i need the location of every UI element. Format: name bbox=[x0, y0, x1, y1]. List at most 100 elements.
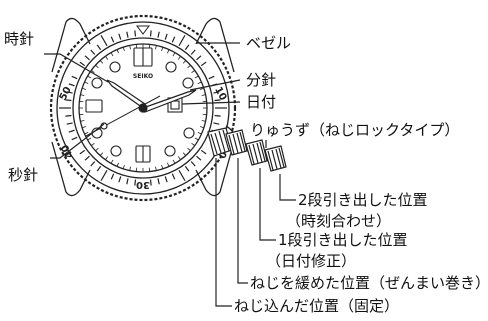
bezel-tick bbox=[65, 114, 72, 117]
hour-marker-4 bbox=[183, 127, 195, 139]
dial-minute-tick bbox=[90, 142, 95, 146]
bezel-tick bbox=[84, 55, 90, 61]
dial-minute-tick bbox=[194, 75, 199, 79]
dial-minute-tick bbox=[182, 152, 187, 156]
hour-marker-7 bbox=[110, 145, 122, 157]
dial-minute-tick bbox=[172, 52, 176, 57]
dial-minute-tick bbox=[161, 164, 164, 169]
bezel-tick bbox=[90, 161, 96, 167]
bezel-tick bbox=[157, 178, 160, 185]
dial-minute-tick bbox=[87, 137, 92, 141]
center-pin bbox=[138, 103, 148, 113]
bezel-tick bbox=[100, 170, 108, 182]
leader-minute-hand bbox=[189, 79, 241, 91]
bezel-tick bbox=[208, 75, 215, 80]
crown-label: りゅうず（ねじロックタイプ） bbox=[250, 121, 460, 139]
bezel-ring bbox=[56, 21, 230, 195]
minute-hand-label: 分針 bbox=[246, 71, 277, 89]
position-2-sublabel: （時刻合わせ） bbox=[286, 212, 392, 230]
dial-minute-tick bbox=[122, 164, 125, 169]
dial-minute-tick bbox=[155, 166, 157, 171]
dial-minute-tick bbox=[105, 156, 109, 161]
bezel-tick bbox=[164, 176, 168, 183]
dial-minute-tick bbox=[129, 45, 131, 50]
crown-position-1 bbox=[245, 139, 268, 166]
bezel-tick bbox=[213, 122, 220, 125]
dial-minute-tick bbox=[110, 52, 114, 57]
bezel-tick bbox=[200, 149, 207, 155]
dial-minute-tick bbox=[80, 94, 85, 96]
screwed-position-label: ねじ込んだ位置（固定） bbox=[234, 297, 400, 315]
hour-hand bbox=[106, 79, 146, 109]
dial-minute-tick bbox=[201, 120, 206, 122]
bezel-tick bbox=[196, 155, 202, 161]
bezel-tick bbox=[134, 179, 137, 186]
bezel-tick bbox=[126, 31, 129, 38]
dial-minute-tick bbox=[110, 159, 114, 164]
date-label: 日付 bbox=[246, 93, 277, 111]
bezel-tick bbox=[96, 44, 102, 51]
crown-loosened bbox=[225, 129, 248, 156]
bezel-outer-ring bbox=[49, 14, 237, 202]
hour-hand-label: 時針 bbox=[4, 30, 35, 48]
dial-minute-tick bbox=[90, 70, 95, 74]
dial-minute-tick bbox=[177, 156, 181, 161]
bezel-tick bbox=[214, 99, 221, 102]
case-lug-top-left bbox=[51, 17, 91, 73]
bezel-tick bbox=[214, 114, 221, 117]
dial-minute-tick bbox=[95, 64, 99, 69]
dial-minute-tick bbox=[82, 87, 87, 90]
brand-logo: SEIKO bbox=[133, 73, 153, 80]
dial-minute-tick bbox=[105, 55, 109, 60]
bezel-tick bbox=[71, 136, 78, 141]
dial-minute-tick bbox=[82, 126, 87, 129]
bezel-tick bbox=[90, 49, 96, 55]
dial-minute-tick bbox=[197, 81, 202, 84]
dial-minute-tick bbox=[122, 47, 125, 52]
bezel-tick bbox=[110, 173, 115, 180]
dial-minute-tick bbox=[116, 49, 119, 54]
leader-loosened bbox=[237, 158, 248, 284]
dial-minute-tick bbox=[167, 49, 170, 54]
hour-marker-5 bbox=[164, 145, 176, 157]
leader-hour-hand bbox=[44, 53, 109, 83]
dial-minute-tick bbox=[191, 70, 196, 74]
bezel-label: ベゼル bbox=[246, 34, 292, 52]
bezel-tick bbox=[96, 165, 102, 172]
bezel-tick bbox=[84, 155, 90, 161]
dial-minute-tick bbox=[161, 47, 164, 52]
bezel-triangle-marker bbox=[136, 25, 150, 35]
dial-minute-tick bbox=[172, 159, 176, 164]
dial-minute-tick bbox=[182, 60, 187, 64]
case-lug-bottom-right bbox=[195, 141, 235, 197]
hour-marker-10 bbox=[91, 77, 103, 89]
bezel-tick bbox=[110, 36, 115, 43]
dial-minute-tick bbox=[84, 81, 89, 84]
bezel-tick bbox=[178, 34, 186, 46]
bezel-tick bbox=[79, 61, 86, 67]
bezel-tick bbox=[149, 30, 152, 37]
bezel-number-30: 30 bbox=[136, 179, 150, 190]
bezel-tick bbox=[184, 44, 190, 51]
dial-minute-tick bbox=[187, 147, 191, 152]
bezel-tick bbox=[71, 75, 78, 80]
dial-minute-tick bbox=[99, 60, 104, 64]
second-hand-label: 秒針 bbox=[8, 166, 39, 184]
bezel-tick bbox=[65, 99, 72, 102]
dial-minute-tick bbox=[99, 152, 104, 156]
bezel-tick bbox=[68, 129, 75, 133]
position-1-label: 1段引き出した位置 bbox=[278, 231, 408, 249]
dial-minute-tick bbox=[199, 126, 204, 129]
dial-minute-tick bbox=[80, 120, 85, 122]
hour-marker-11 bbox=[109, 61, 121, 73]
dial-minute-tick bbox=[177, 55, 181, 60]
hour-marker-9 bbox=[85, 99, 103, 113]
leader-screwed bbox=[215, 158, 232, 307]
bezel-tick bbox=[149, 179, 152, 186]
bezel-tick bbox=[118, 176, 122, 183]
bezel-tick bbox=[100, 34, 108, 46]
bezel-tick bbox=[66, 122, 73, 125]
case-lug-top-right bbox=[195, 17, 235, 73]
bezel-tick bbox=[118, 33, 122, 40]
